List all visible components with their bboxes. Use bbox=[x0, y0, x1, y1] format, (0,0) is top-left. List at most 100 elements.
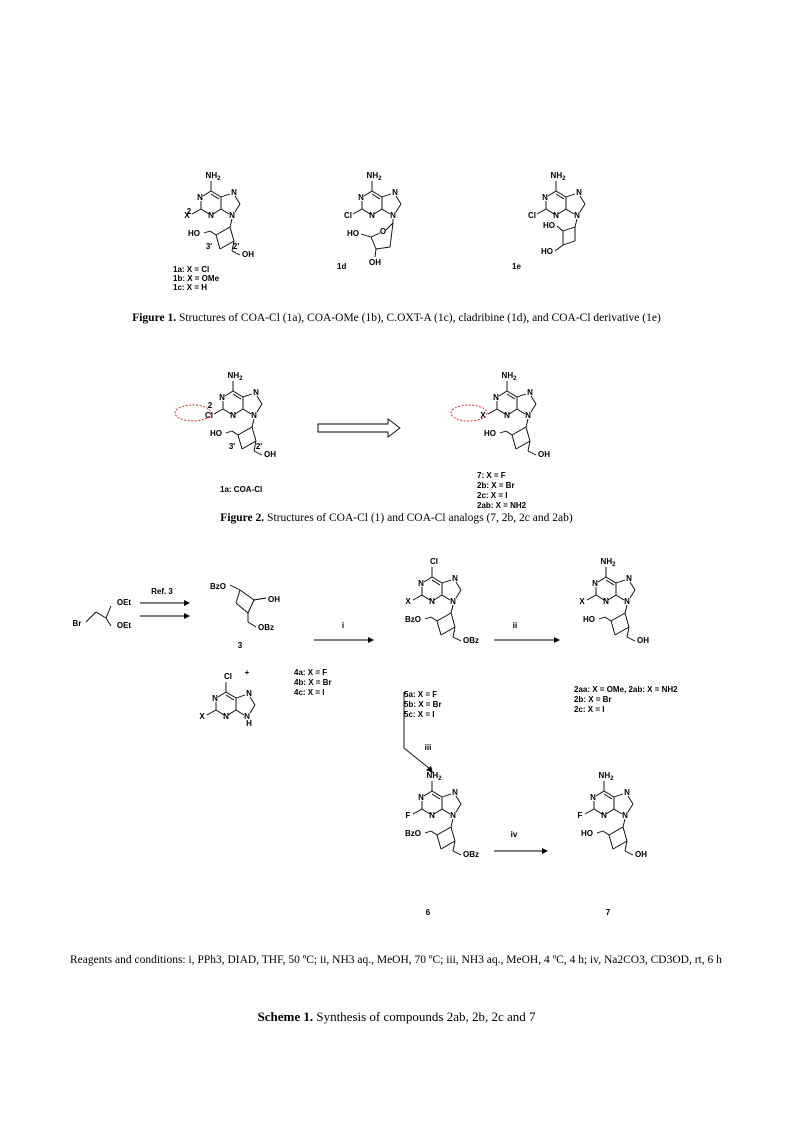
step-i-label: i bbox=[342, 621, 344, 630]
bond bbox=[421, 808, 431, 815]
bond bbox=[455, 589, 462, 599]
n9-atom: N bbox=[244, 712, 250, 721]
bond bbox=[433, 808, 443, 815]
step-ii-label: ii bbox=[513, 621, 517, 630]
right-hydroxyl: OH bbox=[635, 850, 647, 859]
n3-atom: N bbox=[553, 211, 559, 220]
n3-atom: N bbox=[429, 597, 435, 606]
bond bbox=[210, 193, 220, 200]
n1-atom: N bbox=[212, 694, 218, 703]
n9-atom: N bbox=[525, 411, 531, 420]
bond bbox=[242, 393, 253, 398]
bond bbox=[508, 408, 518, 415]
bond bbox=[624, 612, 630, 628]
bond bbox=[511, 426, 527, 436]
figure-2-caption: Figure 2. Structures of COA-Cl (1) and C… bbox=[0, 512, 793, 524]
bond bbox=[191, 208, 202, 215]
bond bbox=[231, 240, 235, 252]
bond bbox=[370, 232, 381, 238]
compound-5-label: 5c: X = I bbox=[404, 710, 434, 719]
n3-atom: N bbox=[369, 211, 375, 220]
bond bbox=[222, 408, 232, 415]
bond bbox=[436, 826, 452, 836]
n7-atom: N bbox=[253, 388, 259, 397]
right-hydroxyl: OH bbox=[637, 636, 649, 645]
bond bbox=[219, 240, 235, 250]
hydroxyl-label: HO bbox=[543, 221, 555, 230]
bond bbox=[430, 830, 438, 836]
bond bbox=[562, 226, 576, 232]
bond bbox=[215, 709, 225, 716]
bond bbox=[624, 850, 634, 856]
n9-atom: N bbox=[390, 211, 396, 220]
figure-1-caption-text: Structures of COA-Cl (1a), COA-OMe (1b),… bbox=[178, 312, 661, 324]
compound-5-label: 5a: X = F bbox=[404, 690, 437, 699]
bond bbox=[371, 190, 383, 198]
bond bbox=[395, 195, 402, 205]
bond bbox=[237, 426, 253, 436]
bond bbox=[530, 395, 537, 405]
compound-2-label: 2c: X = I bbox=[574, 705, 604, 714]
bond bbox=[224, 390, 234, 397]
bond bbox=[220, 193, 231, 198]
n9-atom: N bbox=[229, 211, 235, 220]
bond bbox=[352, 208, 363, 215]
bond bbox=[374, 248, 377, 258]
bond bbox=[455, 803, 462, 813]
left-hydroxyl: BzO bbox=[405, 615, 421, 624]
bond bbox=[516, 408, 526, 415]
bond bbox=[452, 850, 462, 856]
bond bbox=[412, 808, 423, 815]
bond bbox=[440, 626, 456, 636]
n7-atom: N bbox=[452, 788, 458, 797]
bond bbox=[232, 390, 244, 398]
bond bbox=[629, 581, 636, 591]
bond bbox=[234, 195, 241, 205]
bond bbox=[212, 208, 222, 215]
c6-substituent: NH2 bbox=[502, 371, 518, 382]
c6-substituent: NH2 bbox=[427, 771, 443, 782]
bond bbox=[253, 597, 267, 601]
n1-atom: N bbox=[418, 579, 424, 588]
bond bbox=[436, 834, 442, 850]
bond bbox=[105, 605, 112, 619]
bond bbox=[203, 230, 211, 234]
arrowhead bbox=[184, 613, 190, 619]
bond bbox=[234, 408, 244, 415]
bond bbox=[412, 594, 423, 601]
bond bbox=[433, 594, 443, 601]
n7-atom: N bbox=[392, 188, 398, 197]
step-iii-label: iii bbox=[425, 743, 432, 752]
bond bbox=[604, 616, 612, 622]
bond bbox=[555, 193, 565, 200]
bond bbox=[496, 408, 506, 415]
bond bbox=[249, 704, 256, 714]
bond bbox=[209, 230, 217, 236]
bond bbox=[251, 418, 255, 428]
c6-substituent: NH2 bbox=[551, 171, 567, 182]
n1-atom: N bbox=[542, 193, 548, 202]
obz-label: OBz bbox=[258, 623, 274, 632]
figure-1-caption: Figure 1. Structures of COA-Cl (1a), COA… bbox=[0, 312, 793, 324]
c2-substituent: Cl bbox=[344, 211, 352, 220]
compound-1e-label: 1e bbox=[512, 262, 521, 271]
reference-label: Ref. 3 bbox=[151, 587, 173, 596]
bond bbox=[554, 244, 564, 252]
bond bbox=[530, 403, 537, 413]
n7-atom: N bbox=[452, 574, 458, 583]
bond bbox=[450, 818, 454, 828]
bond bbox=[593, 808, 603, 815]
bond bbox=[603, 793, 613, 800]
c2-substituent: F bbox=[578, 811, 583, 820]
n7-atom: N bbox=[231, 188, 237, 197]
bond bbox=[229, 226, 235, 242]
bond bbox=[525, 418, 529, 428]
bond bbox=[557, 208, 567, 215]
bond bbox=[234, 203, 241, 213]
bond bbox=[215, 234, 221, 250]
bond bbox=[595, 594, 605, 601]
compound-variant-label: 1a: X = Cl bbox=[173, 265, 209, 274]
hydroxyl-label: HO bbox=[541, 247, 553, 256]
n3-atom: N bbox=[223, 712, 229, 721]
